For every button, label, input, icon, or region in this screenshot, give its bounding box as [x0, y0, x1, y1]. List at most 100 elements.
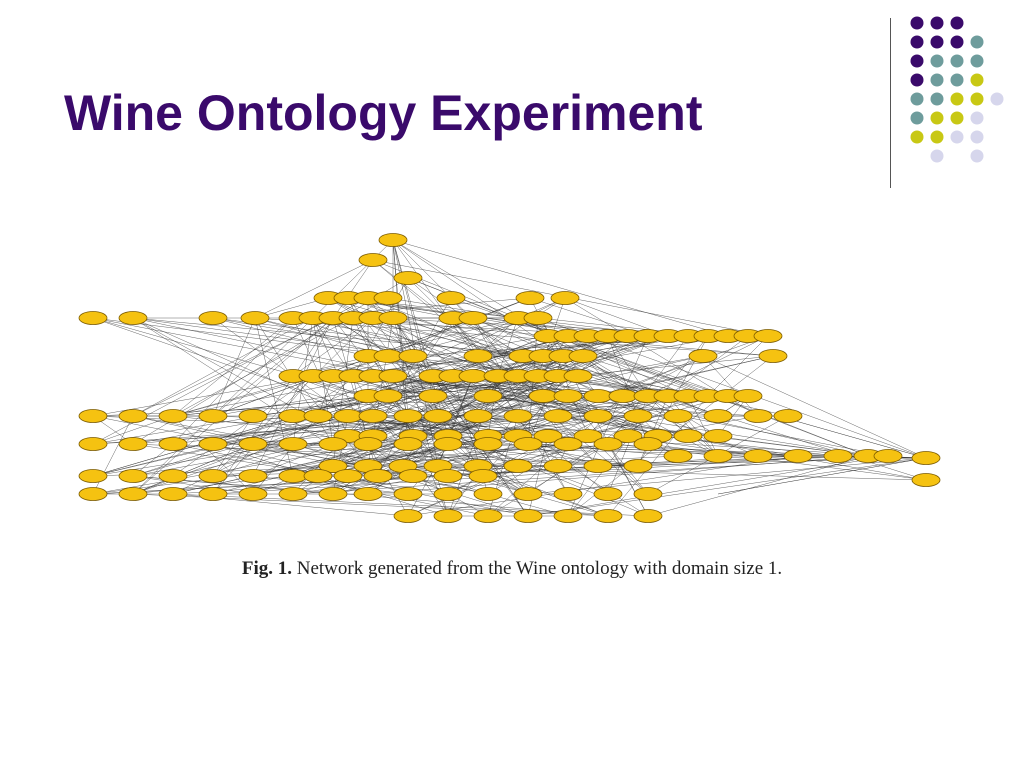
network-node	[550, 291, 580, 305]
network-node	[503, 409, 533, 423]
network-node	[318, 437, 348, 451]
network-edge	[292, 475, 489, 517]
network-edge	[717, 457, 927, 495]
network-edge	[372, 317, 579, 377]
network-node	[633, 437, 663, 451]
network-node	[278, 487, 308, 501]
network-edge	[702, 355, 927, 459]
network-node	[623, 459, 653, 473]
network-edge	[212, 317, 256, 417]
network-node	[238, 487, 268, 501]
network-node	[688, 349, 718, 363]
decorative-dot	[930, 130, 944, 144]
network-edge	[132, 475, 254, 495]
network-node	[158, 469, 188, 483]
network-node	[333, 469, 363, 483]
network-node	[373, 291, 403, 305]
network-edge	[452, 317, 719, 457]
caption-label: Fig. 1.	[241, 558, 292, 579]
decorative-dot	[930, 92, 944, 106]
decorative-dot	[930, 54, 944, 68]
network-node	[436, 291, 466, 305]
decorative-dot	[910, 130, 924, 144]
network-node	[458, 311, 488, 325]
network-node	[463, 349, 493, 363]
decorative-dot	[950, 111, 964, 125]
network-node	[773, 409, 803, 423]
network-node	[528, 389, 558, 403]
network-node	[473, 437, 503, 451]
network-node	[608, 389, 638, 403]
network-edge	[522, 355, 719, 417]
network-node	[758, 349, 788, 363]
decorative-dot	[990, 92, 1004, 106]
network-node	[753, 329, 783, 343]
network-node	[583, 389, 613, 403]
network-edge	[667, 335, 749, 397]
network-edge	[172, 317, 294, 445]
network-edge	[292, 317, 374, 377]
network-node	[303, 469, 333, 483]
network-node	[78, 487, 108, 501]
network-node	[553, 389, 583, 403]
network-node	[473, 487, 503, 501]
caption-text: Network generated from the Wine ontology…	[296, 558, 783, 579]
network-edge	[352, 317, 524, 357]
network-node	[303, 409, 333, 423]
network-node	[553, 487, 583, 501]
network-node	[468, 469, 498, 483]
network-edge	[172, 415, 254, 495]
network-node	[198, 437, 228, 451]
network-edge	[647, 455, 869, 517]
network-node	[823, 449, 853, 463]
network-edge	[407, 443, 449, 517]
figure-caption: Fig. 1. Network generated from the Wine …	[0, 558, 1024, 580]
network-node	[513, 437, 543, 451]
network-node	[583, 459, 613, 473]
network-node	[158, 409, 188, 423]
network-edge	[252, 317, 334, 477]
network-node	[158, 487, 188, 501]
network-node	[198, 311, 228, 325]
network-edge	[392, 239, 519, 417]
network-edge	[407, 277, 869, 457]
network-edge	[392, 239, 649, 495]
network-edge	[172, 317, 294, 417]
decorative-dot	[970, 111, 984, 125]
network-node	[378, 369, 408, 383]
network-node	[358, 409, 388, 423]
network-node	[278, 409, 308, 423]
network-node	[663, 409, 693, 423]
network-node	[198, 469, 228, 483]
decorative-dot	[910, 54, 924, 68]
network-node	[393, 487, 423, 501]
network-node	[378, 311, 408, 325]
decorative-dot	[970, 149, 984, 163]
decorative-dot	[950, 73, 964, 87]
network-edge	[387, 395, 869, 457]
network-node	[633, 487, 663, 501]
network-node	[433, 469, 463, 483]
network-node	[318, 459, 348, 473]
network-node	[733, 389, 763, 403]
network-node	[593, 487, 623, 501]
network-node	[278, 437, 308, 451]
network-node	[118, 409, 148, 423]
network-node	[240, 311, 270, 325]
network-edge	[132, 317, 334, 495]
decorative-dot	[930, 73, 944, 87]
network-node	[911, 473, 941, 487]
decorative-dot	[910, 111, 924, 125]
network-nodes	[78, 233, 941, 523]
network-node	[393, 437, 423, 451]
slide-title: Wine Ontology Experiment	[64, 85, 703, 141]
network-node	[533, 429, 563, 443]
network-node	[238, 437, 268, 451]
network-node	[463, 409, 493, 423]
network-edge	[522, 355, 789, 417]
network-node	[158, 437, 188, 451]
network-node	[433, 437, 463, 451]
network-node	[543, 459, 573, 473]
decorative-dot	[910, 92, 924, 106]
network-node	[583, 409, 613, 423]
